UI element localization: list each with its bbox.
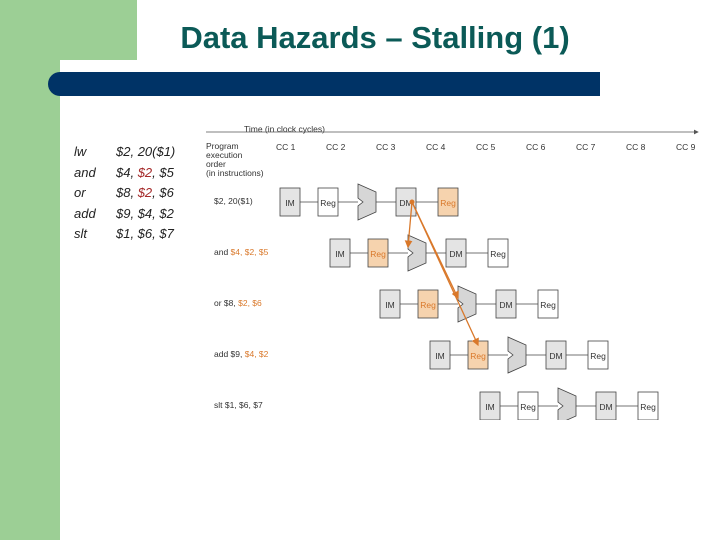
dm-stage-label: DM: [599, 402, 612, 412]
code-opcode: add: [74, 205, 96, 221]
alu-stage-shape: [507, 336, 527, 374]
code-opcode: or: [74, 185, 86, 200]
clock-cycle-label: CC 5: [476, 142, 496, 152]
pipeline-instruction-label: add $9, $4, $2: [214, 349, 269, 359]
dm-stage-label: DM: [399, 198, 412, 208]
clock-cycle-label: CC 2: [326, 142, 346, 152]
code-operands: $9, $4, $2: [116, 205, 174, 221]
label-plain: add $9,: [214, 349, 245, 359]
clock-cycle-label: CC 8: [626, 142, 646, 152]
clock-cycle-label: CC 7: [576, 142, 596, 152]
label-highlight: $2, 20($1): [214, 196, 253, 206]
label-highlight: $2, $6: [238, 298, 262, 308]
label-highlight: $4, $2: [245, 349, 269, 359]
pipeline-diagram: Time (in clock cycles)Programexecutionor…: [206, 124, 699, 420]
dm-stage-label: DM: [549, 351, 562, 361]
code-operands: $4, $2, $5: [116, 164, 174, 180]
code-line: or $8, $2, $6: [74, 183, 175, 204]
reg-read-stage-label: Reg: [370, 249, 386, 259]
reg-write-stage-label: Reg: [540, 300, 556, 310]
code-operands: $8, $2, $6: [116, 185, 174, 200]
reg-write-stage-label: Reg: [440, 198, 456, 208]
code-line: and $4, $2, $5: [74, 163, 175, 184]
program-order-label: execution: [206, 150, 243, 160]
pipeline-row: [379, 285, 559, 323]
code-operands: $2, 20($1): [116, 144, 176, 159]
reg-write-stage-label: Reg: [490, 249, 506, 259]
im-stage-label: IM: [485, 402, 494, 412]
reg-write-stage-label: Reg: [640, 402, 656, 412]
reg-read-stage-label: Reg: [320, 198, 336, 208]
pipeline-row: [479, 387, 659, 420]
im-stage-label: IM: [285, 198, 294, 208]
program-order-label: Program: [206, 141, 239, 151]
pipeline-instruction-label: or $8, $2, $6: [214, 298, 262, 308]
hazard-arrow: [404, 201, 413, 249]
pipeline-instruction-label: slt $1, $6, $7: [214, 400, 263, 410]
label-highlight: $4, $2, $5: [231, 247, 269, 257]
alu-stage-shape: [357, 183, 377, 221]
pipeline-instruction-label: $2, 20($1): [214, 196, 253, 206]
clock-cycle-label: CC 3: [376, 142, 396, 152]
time-axis-label: Time (in clock cycles): [244, 124, 325, 134]
im-stage-label: IM: [385, 300, 394, 310]
code-line: add $9, $4, $2: [74, 204, 175, 225]
clock-cycle-label: CC 6: [526, 142, 546, 152]
pipeline-instruction-label: and $4, $2, $5: [214, 247, 269, 257]
slide-title: Data Hazards – Stalling (1): [180, 20, 570, 55]
program-order-label: order: [206, 159, 226, 169]
reg-read-stage-label: Reg: [520, 402, 536, 412]
pipeline-row: [279, 183, 459, 221]
hazard-source-dot: [409, 199, 415, 205]
clock-cycle-label: CC 9: [676, 142, 696, 152]
code-operands: $1, $6, $7: [116, 226, 174, 241]
alu-stage-shape: [457, 285, 477, 323]
label-plain: or $8,: [214, 298, 238, 308]
im-stage-label: IM: [335, 249, 344, 259]
pipeline-row: [429, 336, 609, 374]
code-opcode: slt: [74, 226, 87, 241]
code-listing: lw $2, 20($1) and $4, $2, $5 or $8, $2, $6 add…: [74, 142, 175, 245]
alu-stage-shape: [407, 234, 427, 272]
reg-write-stage-label: Reg: [590, 351, 606, 361]
program-order-label: (in instructions): [206, 168, 264, 178]
reg-read-stage-label: Reg: [420, 300, 436, 310]
clock-cycle-label: CC 1: [276, 142, 296, 152]
code-opcode: lw: [74, 144, 87, 159]
dm-stage-label: DM: [499, 300, 512, 310]
im-stage-label: IM: [435, 351, 444, 361]
label-plain: and: [214, 247, 231, 257]
code-line: lw $2, 20($1): [74, 142, 175, 163]
reg-read-stage-label: Reg: [470, 351, 486, 361]
alu-stage-shape: [557, 387, 577, 420]
hazard-arrow: [411, 201, 479, 347]
clock-cycle-label: CC 4: [426, 142, 446, 152]
pipeline-row: [329, 234, 509, 272]
dm-stage-label: DM: [449, 249, 462, 259]
title-underline-bar: [48, 72, 600, 96]
label-plain: slt $1, $6, $7: [214, 400, 263, 410]
code-line: slt $1, $6, $7: [74, 224, 175, 245]
code-opcode: and: [74, 164, 96, 180]
